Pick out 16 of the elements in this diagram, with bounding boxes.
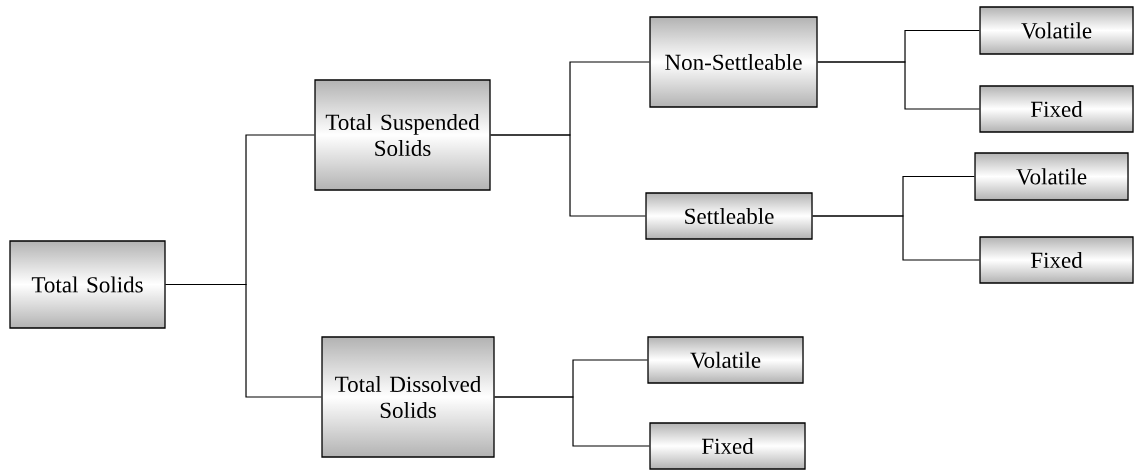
connector-line [494, 396, 650, 447]
process-box: Settleable [645, 192, 813, 240]
process-box: Fixed [649, 422, 806, 470]
process-box: Non-Settleable [649, 16, 818, 108]
connector-line [165, 283, 322, 398]
process-box: Total Solids [9, 240, 166, 329]
process-box: Volatile [979, 6, 1134, 55]
connector-line [490, 134, 646, 217]
process-box: Volatile [974, 152, 1129, 201]
process-box: Fixed [979, 85, 1134, 133]
process-box: Volatile [647, 336, 804, 384]
process-box: Fixed [979, 236, 1134, 284]
connector-line [817, 61, 980, 110]
connector-line [812, 215, 980, 261]
process-box: Total Dissolved Solids [321, 336, 495, 458]
process-box: Total Suspended Solids [314, 79, 491, 191]
